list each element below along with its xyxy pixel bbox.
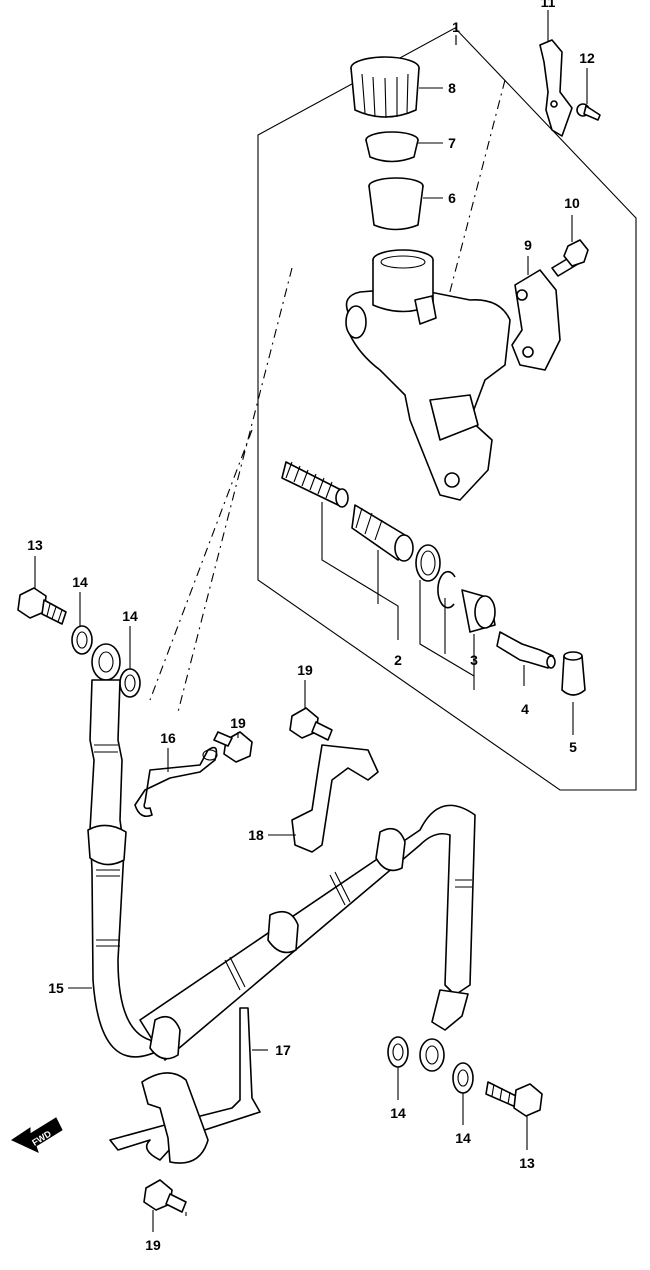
reservoir-cap[interactable]: [350, 56, 420, 119]
boot[interactable]: [461, 589, 496, 633]
piston[interactable]: [351, 504, 414, 562]
callout-10: 10: [564, 195, 580, 211]
callout-8: 8: [448, 80, 456, 96]
washer-lower-b[interactable]: [452, 1062, 474, 1094]
callout-19-lower: 19: [145, 1237, 161, 1253]
callout-18: 18: [248, 827, 264, 843]
hose-guide-wire[interactable]: [134, 746, 218, 818]
callout-14-lower-a: 14: [390, 1105, 406, 1121]
callout-19-upper: 19: [297, 662, 313, 678]
callout-11: 11: [541, 0, 556, 10]
callout-9: 9: [524, 237, 532, 253]
assembly-outline: [257, 27, 637, 791]
kit-bracket-lines: [321, 502, 475, 690]
diaphragm[interactable]: [368, 177, 424, 231]
callout-5: 5: [569, 739, 577, 755]
callout-15: 15: [48, 980, 64, 996]
push-rod[interactable]: [496, 631, 556, 669]
callout-3: 3: [470, 652, 478, 668]
hose-holder-plate[interactable]: [109, 1007, 261, 1164]
washer-upper-a[interactable]: [71, 625, 93, 655]
washer-lower-a[interactable]: [387, 1036, 409, 1068]
bolt-19-lower[interactable]: [143, 1179, 187, 1213]
leader-lines: [34, 10, 588, 1232]
callout-13-lower: 13: [519, 1155, 535, 1171]
hose-clamp-bracket[interactable]: [291, 744, 379, 853]
bracket-screw[interactable]: [576, 103, 601, 121]
callout-14-upper-a: 14: [72, 574, 88, 590]
callout-labels: 1 2 3 4 5 6 7 8 9 10 11 12 13 13 14 14 1…: [27, 0, 595, 1253]
callout-2: 2: [394, 652, 402, 668]
callout-14-upper-b: 14: [122, 608, 138, 624]
holder-clamp[interactable]: [511, 269, 561, 371]
dust-cap[interactable]: [561, 651, 586, 696]
washer-upper-b[interactable]: [119, 668, 141, 698]
callout-4: 4: [521, 701, 529, 717]
master-cylinder-body[interactable]: [345, 249, 511, 501]
cup-seal[interactable]: [415, 544, 441, 582]
callout-17: 17: [275, 1042, 291, 1058]
callout-19-mid: 19: [230, 715, 246, 731]
callout-7: 7: [448, 135, 456, 151]
clutch-hose[interactable]: [87, 643, 476, 1072]
bolt-19-mid[interactable]: [213, 731, 253, 763]
callout-13-upper: 13: [27, 537, 43, 553]
callout-16: 16: [160, 730, 176, 746]
union-bolt-upper[interactable]: [17, 587, 67, 625]
clamp-bolt[interactable]: [551, 239, 589, 277]
callout-14-lower-b: 14: [455, 1130, 471, 1146]
alignment-lines: [149, 79, 506, 713]
callout-12: 12: [579, 50, 595, 66]
bolt-19-upper[interactable]: [289, 707, 333, 741]
piston-spring[interactable]: [281, 461, 349, 508]
callout-6: 6: [448, 190, 456, 206]
switch-bracket[interactable]: [539, 39, 573, 137]
fwd-arrow-icon: [10, 1117, 63, 1153]
circlip[interactable]: [437, 570, 456, 609]
callout-1: 1: [452, 19, 460, 35]
union-bolt-lower[interactable]: [485, 1081, 543, 1117]
diaphragm-plate[interactable]: [365, 131, 419, 163]
